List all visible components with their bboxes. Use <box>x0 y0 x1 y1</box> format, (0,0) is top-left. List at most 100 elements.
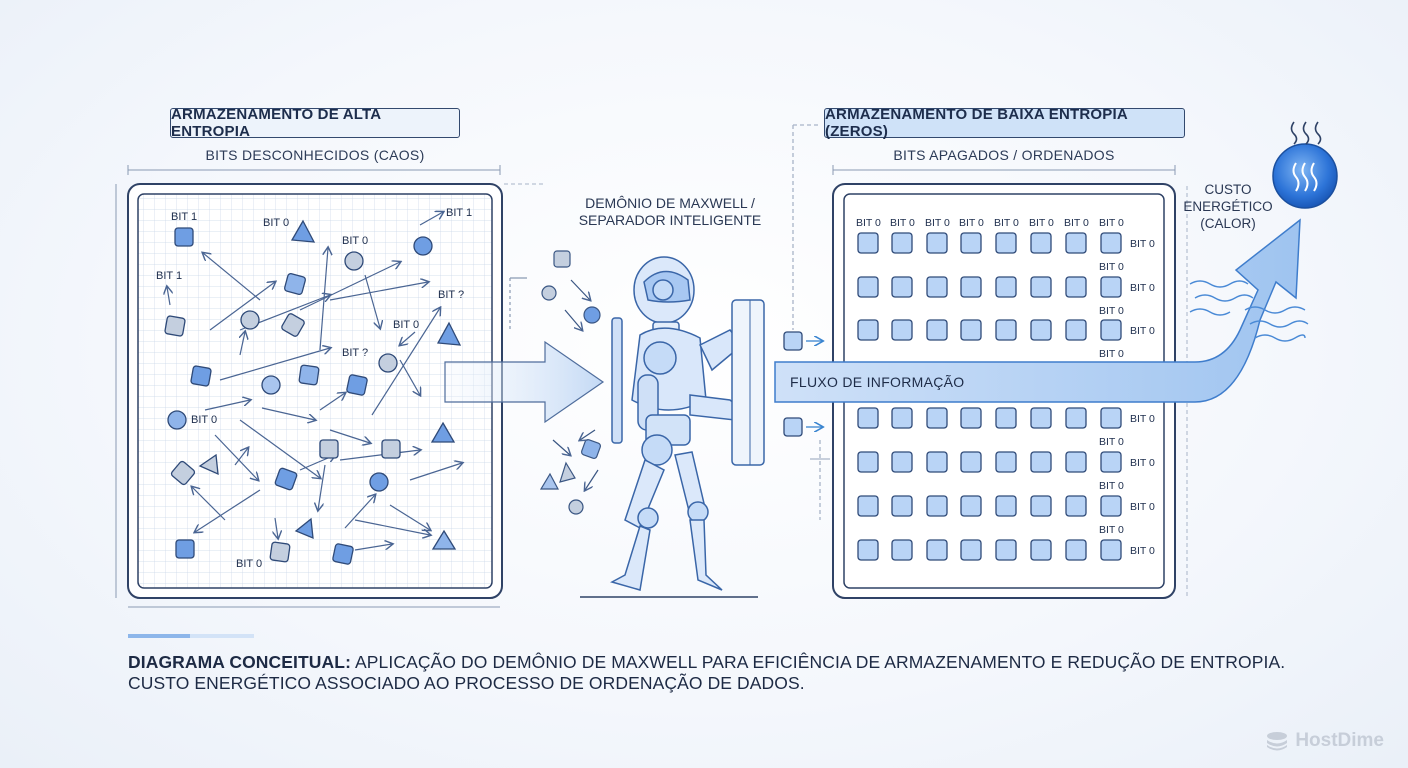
bit-label: BIT 0 <box>1099 436 1124 448</box>
chaos-square <box>170 460 196 486</box>
zero-bit-cell <box>926 539 948 561</box>
left-panel-subtitle: BITS DESCONHECIDOS (CAOS) <box>205 147 425 163</box>
zero-bit-cell <box>1100 495 1122 517</box>
bit-label: BIT 0 <box>191 414 217 426</box>
bit-label: BIT 0 <box>1099 261 1124 273</box>
chaos-square <box>269 541 291 563</box>
chaos-circle <box>344 251 364 271</box>
steam-icon <box>1314 121 1322 145</box>
demon-label-line2: SEPARADOR INTELIGENTE <box>578 212 762 228</box>
chaos-square <box>381 439 401 459</box>
bit-label: BIT 0 <box>1064 217 1089 229</box>
hostdime-logo: HostDime <box>1265 730 1384 752</box>
demon-label: DEMÔNIO DE MAXWELL / SEPARADOR INTELIGEN… <box>570 195 770 229</box>
zero-bit-cell <box>926 495 948 517</box>
bit-label: BIT 0 <box>342 235 368 247</box>
chaos-square <box>274 467 298 491</box>
bit-label: BIT 1 <box>156 270 182 282</box>
zero-bit-cell <box>995 407 1017 429</box>
chaos-square <box>281 313 305 337</box>
chaos-triangle <box>290 219 316 243</box>
information-flow-arrow <box>774 218 1301 403</box>
zero-bit-cell <box>1065 407 1087 429</box>
caption-bold: DIAGRAMA CONCEITUAL: <box>128 652 351 672</box>
zero-bit-cell <box>857 539 879 561</box>
bit-label: BIT 0 <box>994 217 1019 229</box>
zero-bit-cell <box>1030 232 1052 254</box>
chaos-triangle <box>431 529 457 550</box>
zero-bit-cell <box>995 451 1017 473</box>
zero-bit-cell <box>926 232 948 254</box>
bit-label: BIT 0 <box>925 217 950 229</box>
zero-bit-cell <box>1030 495 1052 517</box>
zero-bit-cell <box>995 232 1017 254</box>
heat-label-line3: (CALOR) <box>1200 216 1256 231</box>
chaos-square <box>175 539 195 559</box>
chaos-square <box>284 273 306 295</box>
zero-bit-cell <box>1100 232 1122 254</box>
chaos-triangle <box>430 421 456 443</box>
zero-bit-cell <box>926 319 948 341</box>
zero-bit-cell <box>1100 451 1122 473</box>
zero-bit-cell <box>857 319 879 341</box>
zero-bit-cell <box>891 407 913 429</box>
right-panel-subtitle: BITS APAGADOS / ORDENADOS <box>893 147 1115 163</box>
zero-bit-cell <box>960 276 982 298</box>
bit-label: BIT 1 <box>446 207 472 219</box>
bit-label: BIT 0 <box>1099 524 1124 536</box>
input-arrow <box>444 340 605 424</box>
zero-bit-cell <box>1065 451 1087 473</box>
bit-label: BIT 0 <box>1130 457 1155 469</box>
zero-bit-cell <box>1065 539 1087 561</box>
caption-divider <box>128 634 254 638</box>
zero-bit-cell <box>1100 319 1122 341</box>
demon-side-particles <box>509 250 602 515</box>
zero-bit-cell <box>1030 407 1052 429</box>
chaos-square <box>319 439 339 459</box>
zero-bit-cell <box>1030 276 1052 298</box>
bit-label: BIT 0 <box>1099 348 1124 360</box>
logo-text: HostDime <box>1295 730 1384 751</box>
chaos-circle <box>261 375 281 395</box>
bit-label: BIT 0 <box>1130 325 1155 337</box>
chaos-circle <box>378 353 398 373</box>
chaos-square <box>298 364 320 386</box>
demon-label-line1: DEMÔNIO DE MAXWELL / <box>585 195 755 211</box>
heat-indicator <box>1189 121 1338 342</box>
zero-bit-cell <box>1030 539 1052 561</box>
chaos-circle <box>167 410 187 430</box>
bit-label: BIT 0 <box>236 558 262 570</box>
zero-bit-cell <box>926 407 948 429</box>
chaos-square <box>346 374 368 396</box>
steam-icon <box>1302 121 1310 145</box>
bit-label: BIT ? <box>342 347 368 359</box>
zero-bit-cell <box>1065 276 1087 298</box>
zero-bit-cell <box>1065 232 1087 254</box>
heat-label-line1: CUSTO <box>1204 182 1252 197</box>
bit-label: BIT 0 <box>1130 501 1155 513</box>
chaos-circle <box>369 472 389 492</box>
bit-label: BIT 0 <box>1099 217 1124 229</box>
zero-bit-cell <box>995 495 1017 517</box>
chaos-shapes <box>164 219 462 565</box>
heat-label-line2: ENERGÉTICO <box>1183 199 1273 214</box>
right-panel-title: ARMAZENAMENTO DE BAIXA ENTROPIA (ZEROS) <box>824 106 1185 140</box>
chaos-square <box>332 543 354 565</box>
bit-label: BIT 0 <box>959 217 984 229</box>
bit-label: BIT 0 <box>1099 305 1124 317</box>
server-stack-icon <box>1267 732 1288 751</box>
caption-line2: CUSTO ENERGÉTICO ASSOCIADO AO PROCESSO D… <box>128 673 805 693</box>
bit-label: BIT 0 <box>1130 238 1155 250</box>
left-storage-panel <box>115 165 545 608</box>
bit-label: BIT 0 <box>1099 480 1124 492</box>
heat-waves <box>1189 280 1309 342</box>
zero-bit-cell <box>1100 276 1122 298</box>
zero-bit-cell <box>960 451 982 473</box>
zero-bit-cell <box>891 232 913 254</box>
zero-bit-cell <box>960 495 982 517</box>
zero-bit-cell <box>857 451 879 473</box>
steam-icon <box>1290 121 1298 145</box>
zero-bit-cell <box>1065 495 1087 517</box>
zero-bit-cell <box>995 276 1017 298</box>
